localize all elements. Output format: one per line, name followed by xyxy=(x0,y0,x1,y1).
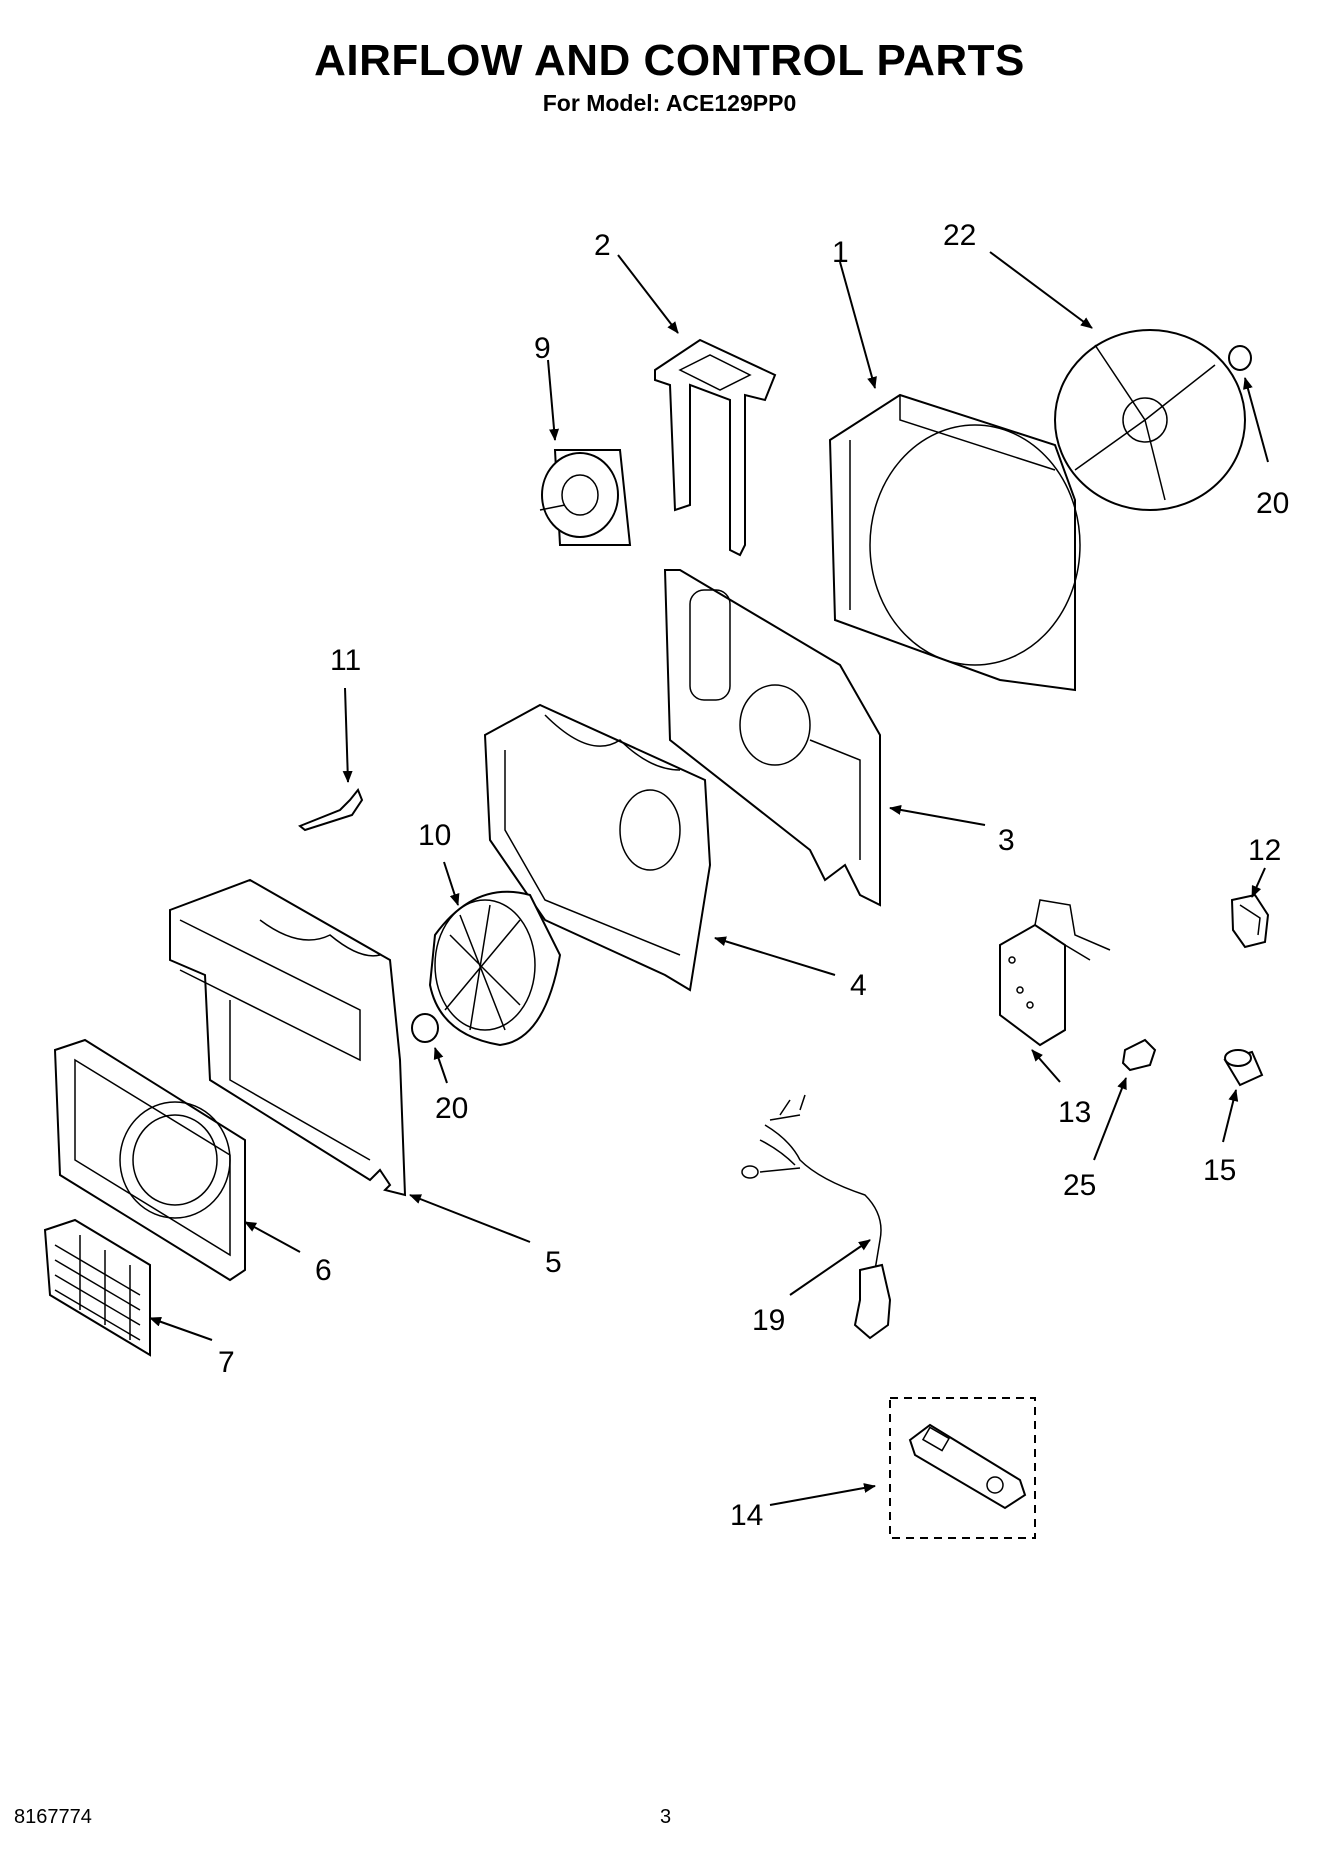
part-7-filter-grille xyxy=(43,1218,151,1357)
callout-6: 6 xyxy=(315,1254,332,1287)
part-11-clip xyxy=(298,788,364,832)
callout-3: 3 xyxy=(998,824,1015,857)
callout-14: 14 xyxy=(730,1499,763,1532)
part-22-fan-blade xyxy=(1054,329,1246,511)
part-9-fan-motor xyxy=(539,449,632,546)
page-number: 3 xyxy=(660,1806,672,1828)
callout-15: 15 xyxy=(1203,1154,1236,1187)
callout-7: 7 xyxy=(218,1346,235,1379)
leader-lines xyxy=(149,251,1269,1506)
part-3-bulkhead xyxy=(663,569,881,907)
callout-12: 12 xyxy=(1248,834,1281,867)
part-19-power-cord xyxy=(741,1094,892,1340)
document-number: 8167774 xyxy=(14,1806,92,1828)
part-12-switch xyxy=(1230,893,1270,949)
callout-labels: 1 2 3 4 5 6 7 9 10 11 12 13 14 15 19 20 … xyxy=(218,219,1289,1532)
callout-13: 13 xyxy=(1058,1096,1091,1129)
leader-2 xyxy=(617,254,679,334)
callout-20-upper: 20 xyxy=(1256,487,1289,520)
part-1-shroud xyxy=(828,393,1081,692)
callout-22: 22 xyxy=(943,219,976,252)
callout-9: 9 xyxy=(534,332,551,365)
callout-20-lower: 20 xyxy=(435,1092,468,1125)
leader-22 xyxy=(989,251,1093,329)
leader-19 xyxy=(789,1239,871,1296)
leader-15 xyxy=(1222,1089,1239,1143)
callout-19: 19 xyxy=(752,1304,785,1337)
callout-10: 10 xyxy=(418,819,451,852)
leader-5 xyxy=(409,1194,531,1243)
leader-7 xyxy=(149,1316,213,1341)
part-20-clip-upper xyxy=(1228,345,1252,371)
leader-10 xyxy=(443,861,460,906)
part-2-motor-bracket xyxy=(654,338,777,557)
leader-4 xyxy=(714,936,836,976)
leader-9 xyxy=(547,359,560,441)
leader-1 xyxy=(839,261,877,389)
leader-20-lower xyxy=(433,1047,448,1084)
part-6-front-panel xyxy=(53,1038,246,1282)
callout-11: 11 xyxy=(330,644,361,677)
part-14-remote xyxy=(889,1397,1036,1539)
part-13-control-board xyxy=(999,899,1111,1047)
callout-1: 1 xyxy=(832,236,849,269)
part-4-scroll-housing xyxy=(483,703,712,992)
leader-14 xyxy=(769,1483,876,1506)
leader-6 xyxy=(244,1221,301,1253)
callout-5: 5 xyxy=(545,1246,562,1279)
part-10-blower-wheel xyxy=(428,890,562,1047)
part-5-front-housing xyxy=(169,878,407,1197)
part-25-button xyxy=(1121,1038,1157,1072)
leader-11 xyxy=(342,687,353,783)
part-20-clip-lower xyxy=(411,1013,439,1043)
leader-25 xyxy=(1093,1077,1127,1161)
callout-2: 2 xyxy=(594,229,611,262)
model-subtitle: For Model: ACE129PP0 xyxy=(542,90,797,116)
leader-20-upper xyxy=(1243,377,1269,463)
page-title: AIRFLOW AND CONTROL PARTS xyxy=(314,36,1025,85)
callout-4: 4 xyxy=(850,969,867,1002)
leader-13 xyxy=(1031,1049,1061,1083)
callout-25: 25 xyxy=(1063,1169,1096,1202)
part-15-capacitor xyxy=(1223,1049,1264,1087)
leader-3 xyxy=(889,805,986,826)
leader-12 xyxy=(1251,867,1266,898)
